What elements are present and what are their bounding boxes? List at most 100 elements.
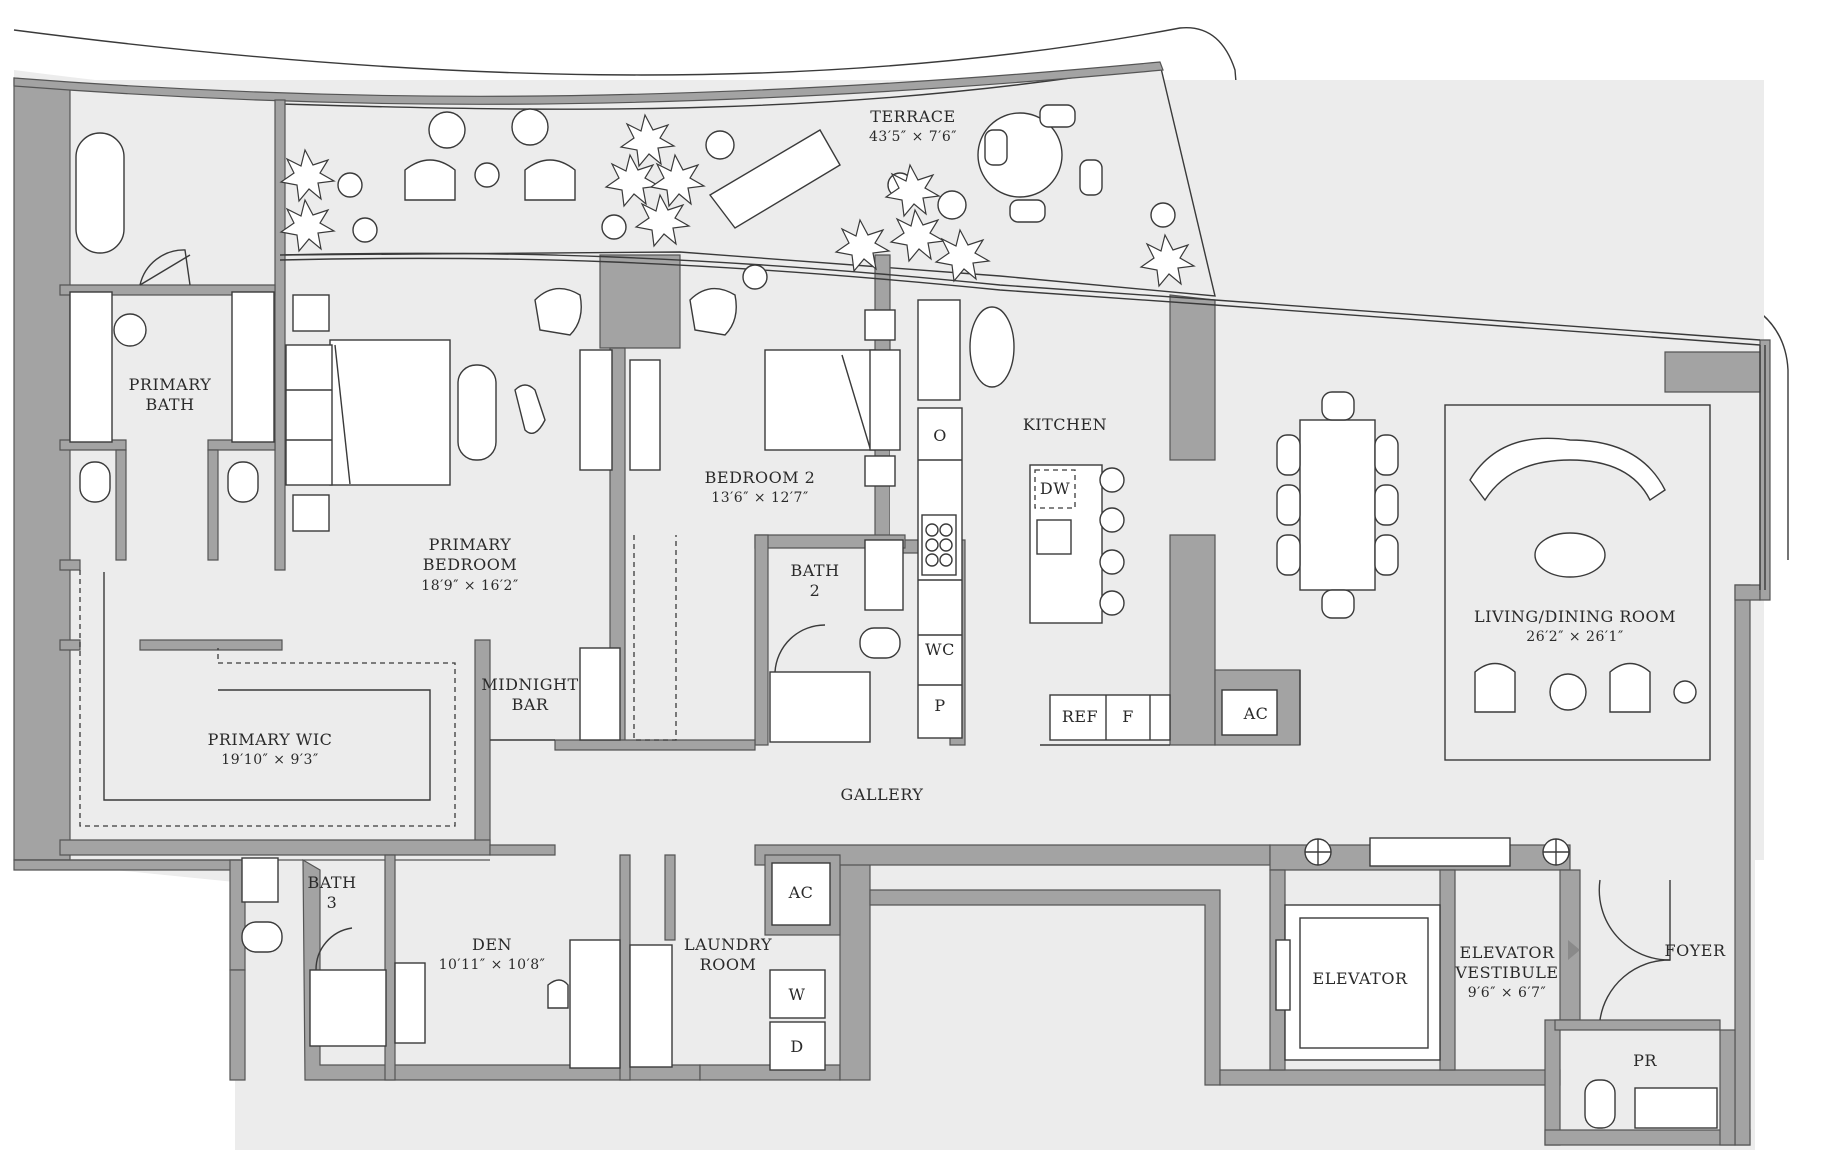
armchair bbox=[534, 287, 582, 336]
plant-icon bbox=[619, 113, 676, 168]
glazing bbox=[279, 252, 1766, 590]
den: DEN 10′11″ × 10′8″ bbox=[394, 935, 621, 1069]
arrow-icon bbox=[1568, 940, 1580, 960]
toilet-pr bbox=[1584, 1079, 1616, 1129]
bath-3: BATH 3 bbox=[241, 857, 387, 1047]
plant-icon bbox=[934, 228, 991, 283]
terrace-plants bbox=[279, 113, 1196, 288]
den-label: DEN bbox=[472, 935, 512, 954]
vestibule-dim: 9′6″ × 6′7″ bbox=[1468, 985, 1547, 1001]
primary-bedroom: PRIMARY BEDROOM 18′9″ × 16′2″ bbox=[285, 287, 613, 594]
plant-icon bbox=[634, 193, 691, 248]
primary-wic-label: PRIMARY WIC bbox=[208, 730, 333, 749]
vanity-pr bbox=[1634, 1087, 1718, 1129]
shower-b2 bbox=[769, 671, 871, 743]
primary-bath: PRIMARY BATH bbox=[69, 132, 275, 503]
plant-icon bbox=[649, 153, 706, 208]
nightstand-top bbox=[292, 294, 330, 332]
bedroom-2: BEDROOM 2 13′6″ × 12′7″ bbox=[629, 264, 901, 741]
plant-icon bbox=[1139, 233, 1196, 288]
toilet-b2 bbox=[859, 627, 901, 659]
bath-door-swing bbox=[139, 249, 191, 286]
bed-primary bbox=[329, 339, 451, 486]
toilet-b3 bbox=[241, 921, 283, 953]
laundry: LAUNDRY ROOM W D AC bbox=[629, 862, 831, 1071]
dining-table bbox=[1299, 419, 1376, 591]
armchair-b2 bbox=[689, 287, 737, 336]
plant-icon bbox=[884, 163, 941, 218]
plant-icon bbox=[604, 153, 661, 208]
bed-2 bbox=[764, 349, 876, 451]
terrace-chair-1 bbox=[404, 159, 456, 201]
laundry-label-1: LAUNDRY bbox=[684, 935, 772, 954]
nightstand-b2-top bbox=[864, 309, 896, 341]
ac-laundry bbox=[771, 862, 831, 926]
living-dining: LIVING/DINING ROOM 26′2″ × 26′1″ bbox=[1276, 391, 1711, 761]
freezer-label: F bbox=[1122, 707, 1134, 726]
gallery: GALLERY bbox=[841, 785, 1570, 867]
dishwasher-outline bbox=[1034, 469, 1076, 509]
primary-bedroom-label-1: PRIMARY bbox=[429, 535, 512, 554]
laundry-counter bbox=[629, 944, 673, 1068]
kitchen-column: O WC P bbox=[917, 407, 963, 739]
washer bbox=[769, 969, 826, 1019]
primary-bath-label-1: PRIMARY bbox=[129, 375, 212, 394]
elevator-label: ELEVATOR bbox=[1313, 969, 1408, 988]
bath-2: BATH 2 bbox=[769, 539, 904, 743]
bath-3-label-1: BATH bbox=[307, 873, 356, 892]
dishwasher-label: DW bbox=[1040, 479, 1070, 498]
bath-2-label-2: 2 bbox=[810, 581, 821, 600]
side-table-living bbox=[1549, 673, 1587, 711]
den-cabinet bbox=[394, 962, 426, 1044]
kitchen: KITCHEN DW REF F AC bbox=[917, 299, 1278, 741]
pantry-label: P bbox=[934, 696, 945, 715]
bedroom-2-dim: 13′6″ × 12′7″ bbox=[711, 490, 808, 506]
sofa bbox=[1469, 437, 1666, 502]
midnight-bar-label-1: MIDNIGHT bbox=[481, 675, 578, 694]
coffee-table bbox=[1534, 532, 1606, 578]
den-dim: 10′11″ × 10′8″ bbox=[439, 957, 546, 973]
living-rug bbox=[1444, 404, 1711, 761]
midnight-bar: MIDNIGHT BAR bbox=[481, 647, 621, 741]
lounge-chair-2 bbox=[1609, 662, 1651, 713]
plant-icon bbox=[279, 198, 336, 253]
dryer bbox=[769, 1021, 826, 1071]
powder-room: PR bbox=[1584, 1051, 1718, 1129]
bed-headboard bbox=[285, 344, 333, 486]
vanity-right bbox=[231, 291, 275, 443]
terrace-chair-2 bbox=[524, 159, 576, 201]
living-dining-dim: 26′2″ × 26′1″ bbox=[1526, 629, 1623, 645]
chaise-lounge bbox=[708, 129, 841, 229]
nightstand-b2-bottom bbox=[864, 455, 896, 487]
terrace-dim: 43′5″ × 7′6″ bbox=[869, 129, 957, 145]
bathtub bbox=[75, 132, 125, 254]
toilet-left bbox=[79, 461, 111, 503]
shower-b3 bbox=[309, 969, 387, 1047]
vanity-left bbox=[69, 291, 113, 443]
wardrobe-a bbox=[579, 349, 613, 471]
refrigerator-label: REF bbox=[1062, 707, 1098, 726]
plant-icon bbox=[889, 208, 946, 263]
bath-3-label-2: 3 bbox=[327, 893, 338, 912]
elevator-cab bbox=[1284, 904, 1441, 1061]
gallery-label: GALLERY bbox=[841, 785, 924, 804]
plant-icon bbox=[279, 148, 336, 203]
foyer-label: FOYER bbox=[1664, 941, 1725, 960]
bed-2-headboard bbox=[869, 349, 901, 451]
plant-icon bbox=[834, 218, 891, 273]
elevator: ELEVATOR bbox=[1275, 904, 1441, 1061]
kitchen-label: KITCHEN bbox=[1023, 415, 1107, 434]
dryer-label: D bbox=[790, 1037, 803, 1056]
vestibule-label-1: ELEVATOR bbox=[1460, 943, 1555, 962]
ac-kitchen bbox=[1221, 689, 1278, 736]
bedroom-2-label: BEDROOM 2 bbox=[705, 468, 816, 487]
wardrobe-b2 bbox=[629, 359, 661, 471]
island-sink bbox=[1036, 519, 1072, 555]
interior-lines bbox=[490, 670, 1301, 746]
console bbox=[1369, 837, 1511, 867]
side-table-b2 bbox=[742, 264, 768, 290]
nightstand-bottom bbox=[292, 494, 330, 532]
primary-bath-label-2: BATH bbox=[145, 395, 194, 414]
vanity-b3 bbox=[241, 857, 279, 903]
